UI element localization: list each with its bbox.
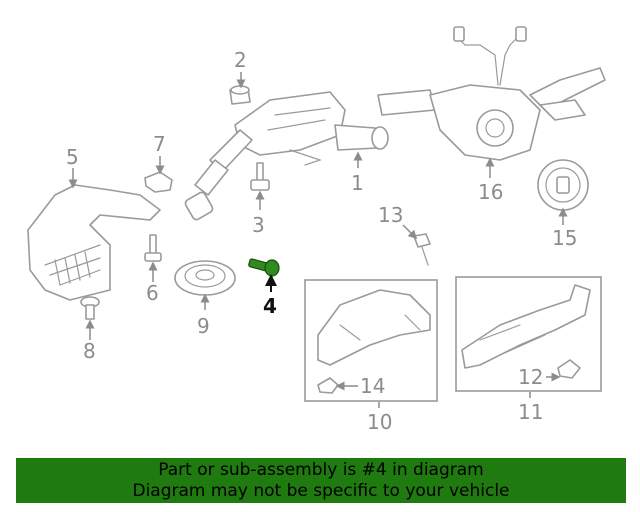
part-11-lower-cover[interactable] <box>461 284 591 369</box>
box-11 <box>455 276 602 392</box>
part-13-screw[interactable] <box>413 233 431 266</box>
label-10: 10 <box>367 410 392 434</box>
label-4: 4 <box>263 294 277 318</box>
part-9-bearing[interactable] <box>174 260 236 296</box>
part-4-bolt-highlighted[interactable] <box>248 258 280 277</box>
parts-diagram: 5 7 6 8 9 2 1 <box>27 26 606 434</box>
label-12: 12 <box>518 365 543 389</box>
label-15: 15 <box>552 226 577 250</box>
label-5: 5 <box>66 145 79 169</box>
part-10-upper-cover[interactable] <box>317 289 431 366</box>
part-5-column-bracket[interactable] <box>27 184 161 301</box>
label-13: 13 <box>378 203 403 227</box>
part-3-stud[interactable] <box>250 162 270 191</box>
part-2-nut[interactable] <box>229 85 251 105</box>
banner-line-1: Part or sub-assembly is #4 in diagram <box>158 460 484 480</box>
label-3: 3 <box>252 213 265 237</box>
part-12-clip[interactable] <box>557 359 581 379</box>
banner-line-2: Diagram may not be specific to your vehi… <box>132 481 510 501</box>
part-14-clip[interactable] <box>317 377 339 394</box>
part-8-screw[interactable] <box>80 296 100 320</box>
part-notice-banner: Part or sub-assembly is #4 in diagram Di… <box>16 458 626 503</box>
label-1: 1 <box>351 171 364 195</box>
label-7: 7 <box>153 132 166 156</box>
label-14: 14 <box>360 374 385 398</box>
label-16: 16 <box>478 180 503 204</box>
label-9: 9 <box>197 314 210 338</box>
label-2: 2 <box>234 48 247 72</box>
part-15-ignition-switch[interactable] <box>537 159 589 211</box>
label-6: 6 <box>146 281 159 305</box>
part-6-bolt[interactable] <box>144 234 162 262</box>
part-1-steering-column[interactable] <box>184 91 389 221</box>
box-10 <box>304 279 438 402</box>
label-8: 8 <box>83 339 96 363</box>
part-16-combination-switch[interactable] <box>377 26 606 161</box>
part-7-clip[interactable] <box>144 171 173 193</box>
label-11: 11 <box>518 400 543 424</box>
